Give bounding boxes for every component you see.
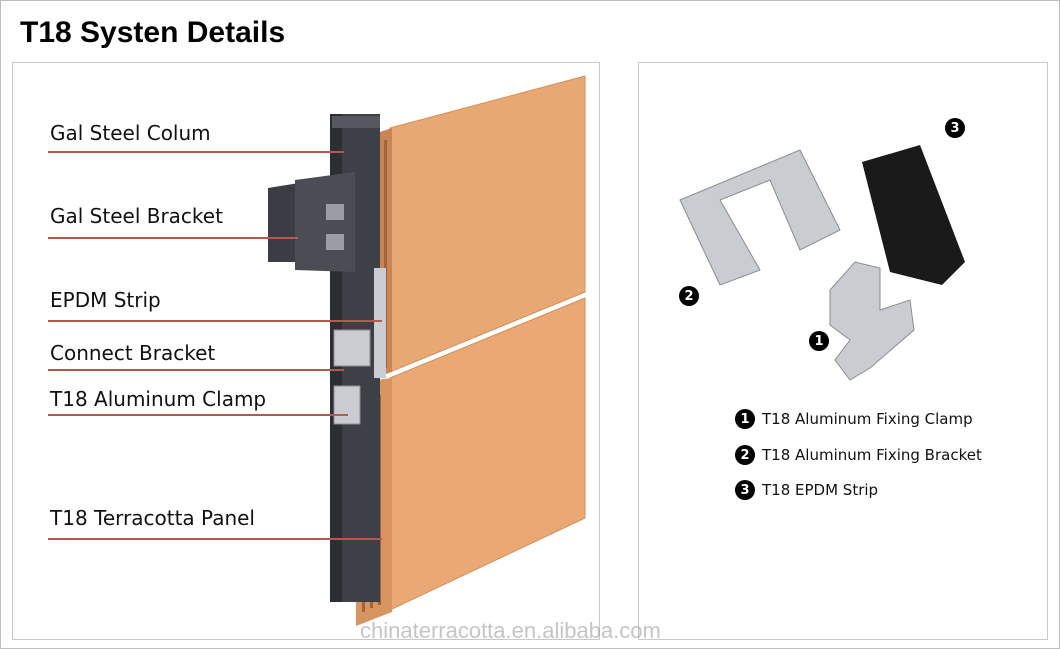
aluminum-clamp-part <box>829 261 915 381</box>
legend-label-bracket: T18 Aluminum Fixing Bracket <box>762 446 982 464</box>
epdm-strip-part <box>862 145 965 285</box>
leader-line-panel <box>48 538 382 540</box>
callout-1: 1 <box>809 331 829 351</box>
callout-2: 2 <box>679 286 699 306</box>
legend-number-2: 2 <box>735 445 755 465</box>
watermark: chinaterracotta.en.alibaba.com <box>360 618 661 643</box>
callout-3: 3 <box>945 118 965 138</box>
upper-panel-holes <box>384 140 387 368</box>
label-connect-bracket: Connect Bracket <box>50 341 216 365</box>
legend-number-1: 1 <box>735 409 755 429</box>
aluminum-bracket-part <box>679 149 841 286</box>
page-title: T18 Systen Details <box>20 16 286 49</box>
bracket-hole-1 <box>326 204 344 220</box>
legend-number-3: 3 <box>735 480 755 500</box>
label-gal-steel-bracket: Gal Steel Bracket <box>50 204 223 228</box>
leader-line-bracket <box>48 237 298 239</box>
legend-label-epdm: T18 EPDM Strip <box>762 481 879 499</box>
label-terracotta-panel: T18 Terracotta Panel <box>50 506 255 530</box>
label-epdm-strip: EPDM Strip <box>50 288 161 312</box>
legend-item-clamp: 1 T18 Aluminum Fixing Clamp <box>735 408 973 430</box>
connect-bracket <box>333 329 371 367</box>
legend-item-epdm: 3 T18 EPDM Strip <box>735 479 878 501</box>
epdm-strip <box>374 268 386 378</box>
steel-column-top <box>332 116 380 128</box>
aluminum-clamp <box>333 385 361 425</box>
leader-line-epdm <box>48 320 382 322</box>
legend-label-clamp: T18 Aluminum Fixing Clamp <box>762 410 973 428</box>
leader-line-clamp <box>48 414 348 416</box>
bracket-hole-2 <box>326 234 344 250</box>
leader-line-colum <box>48 151 344 153</box>
label-gal-steel-colum: Gal Steel Colum <box>50 121 211 145</box>
label-aluminum-clamp: T18 Aluminum Clamp <box>50 387 267 411</box>
leader-line-connect <box>48 369 344 371</box>
legend-item-bracket: 2 T18 Aluminum Fixing Bracket <box>735 444 982 466</box>
